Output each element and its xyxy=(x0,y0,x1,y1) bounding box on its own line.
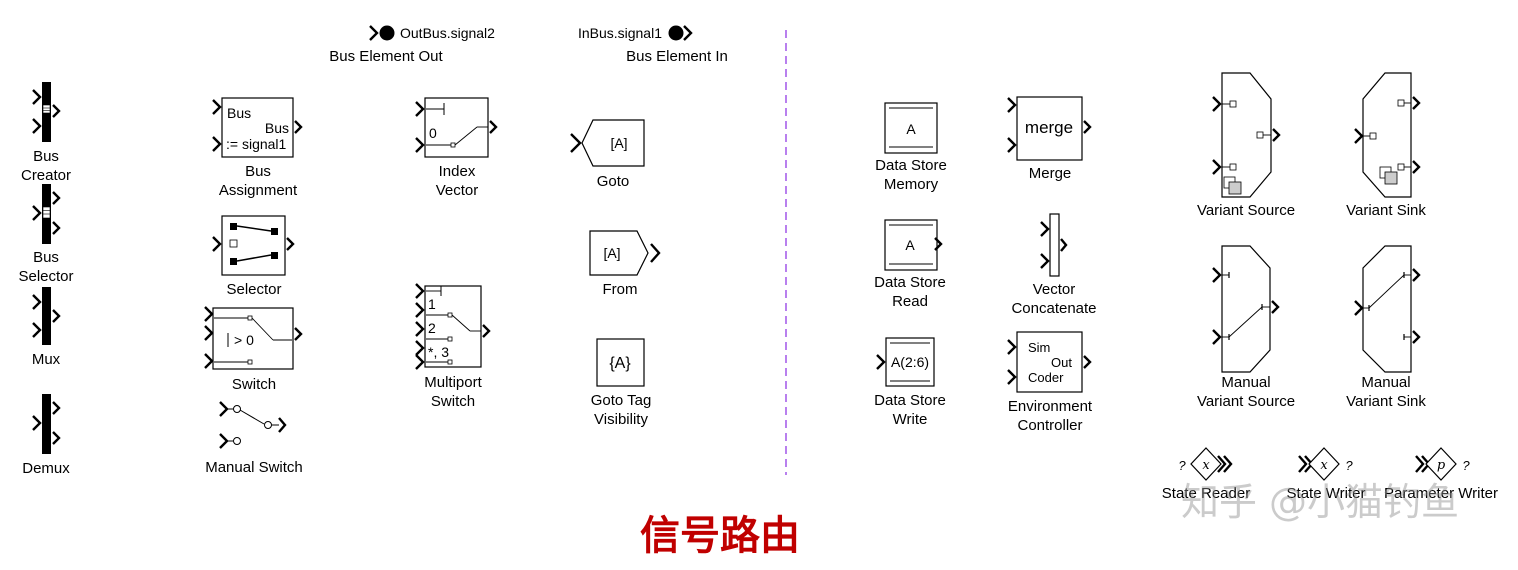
multiport-p1: 1 xyxy=(428,296,436,312)
bus-assignment-in1-text: Bus xyxy=(227,105,251,121)
data-store-read-block[interactable]: A xyxy=(884,219,943,271)
state-writer-q: ? xyxy=(1345,458,1353,473)
environment-controller-block[interactable]: Sim Out Coder xyxy=(1007,331,1092,393)
selector-label: Selector xyxy=(226,281,282,298)
goto-block[interactable]: [A] xyxy=(570,119,645,167)
goto-tag-visibility-tag: {A} xyxy=(609,355,631,372)
multiport-p3: *, 3 xyxy=(428,344,449,360)
bus-element-out-signal: OutBus.signal2 xyxy=(400,25,495,41)
bus-assignment-out-text: Bus xyxy=(265,120,289,136)
merge-text: merge xyxy=(1025,118,1073,137)
bus-element-out-label: Bus Element Out xyxy=(329,48,443,65)
bus-element-in-signal: InBus.signal1 xyxy=(578,25,662,41)
parameter-writer-symbol: p xyxy=(1437,458,1446,473)
parameter-writer-block[interactable]: p ? xyxy=(1415,447,1470,481)
index-vector-port0: 0 xyxy=(429,125,437,141)
mux-label: Mux xyxy=(31,351,61,368)
bus-creator-block[interactable] xyxy=(32,82,61,142)
goto-label: Goto xyxy=(596,173,630,190)
data-store-memory-block[interactable]: A xyxy=(884,102,938,154)
index-vector-block[interactable]: 0 xyxy=(415,97,498,158)
env-controller-sim: Sim xyxy=(1028,340,1050,355)
data-store-memory-name: A xyxy=(906,121,916,137)
env-controller-out: Out xyxy=(1051,355,1072,370)
manual-variant-source-block[interactable] xyxy=(1212,245,1280,373)
from-block[interactable]: [A] xyxy=(589,230,661,276)
variant-sink-label: Variant Sink xyxy=(1346,202,1426,219)
bus-assignment-in2-text: := signal1 xyxy=(226,136,287,152)
multiport-p2: 2 xyxy=(428,320,436,336)
vector-concatenate-block[interactable] xyxy=(1040,213,1068,277)
switch-block[interactable]: > 0 xyxy=(204,306,303,370)
state-reader-label: State Reader xyxy=(1161,485,1251,502)
data-store-write-block[interactable]: A(2:6) xyxy=(876,337,935,387)
page-title: 信号路由 xyxy=(640,512,800,559)
merge-label: Merge xyxy=(1028,165,1072,182)
merge-block[interactable]: merge xyxy=(1007,96,1092,161)
manual-switch-label: Manual Switch xyxy=(205,459,303,476)
goto-tag: [A] xyxy=(610,135,627,151)
data-store-read-name: A xyxy=(905,237,915,253)
bus-element-in-block[interactable]: InBus.signal1 xyxy=(578,25,693,41)
bus-selector-block[interactable] xyxy=(32,184,61,244)
variant-source-label: Variant Source xyxy=(1196,202,1296,219)
multiport-switch-block[interactable]: 1 2 *, 3 xyxy=(415,283,491,370)
variant-sink-block[interactable] xyxy=(1354,72,1421,198)
from-label: From xyxy=(602,281,638,298)
watermark: 知乎 @小猫钓鱼 xyxy=(1180,480,1460,524)
data-store-write-name: A(2:6) xyxy=(891,354,929,370)
selector-block[interactable] xyxy=(212,215,295,276)
demux-label: Demux xyxy=(22,460,70,477)
from-tag: [A] xyxy=(603,245,620,261)
state-reader-q: ? xyxy=(1178,458,1186,473)
state-reader-symbol: x xyxy=(1202,458,1210,473)
bus-element-out-block[interactable]: OutBus.signal2 xyxy=(369,25,495,41)
state-writer-block[interactable]: x ? xyxy=(1298,447,1353,481)
bus-assignment-block[interactable]: Bus Bus := signal1 xyxy=(212,97,303,158)
demux-block[interactable] xyxy=(32,394,61,454)
variant-source-block[interactable] xyxy=(1212,72,1281,198)
switch-label: Switch xyxy=(231,376,277,393)
manual-variant-sink-block[interactable] xyxy=(1354,245,1421,373)
goto-tag-visibility-block[interactable]: {A} xyxy=(596,338,645,387)
env-controller-coder: Coder xyxy=(1028,370,1064,385)
parameter-writer-label: Parameter Writer xyxy=(1384,485,1498,502)
switch-cond-text: > 0 xyxy=(234,332,254,348)
mux-block[interactable] xyxy=(32,287,61,345)
parameter-writer-q: ? xyxy=(1462,458,1470,473)
manual-switch-block[interactable] xyxy=(219,401,287,449)
bus-element-in-label: Bus Element In xyxy=(626,48,728,65)
state-reader-block[interactable]: ? x xyxy=(1178,447,1233,481)
state-writer-label: State Writer xyxy=(1286,485,1366,502)
state-writer-symbol: x xyxy=(1320,458,1328,473)
